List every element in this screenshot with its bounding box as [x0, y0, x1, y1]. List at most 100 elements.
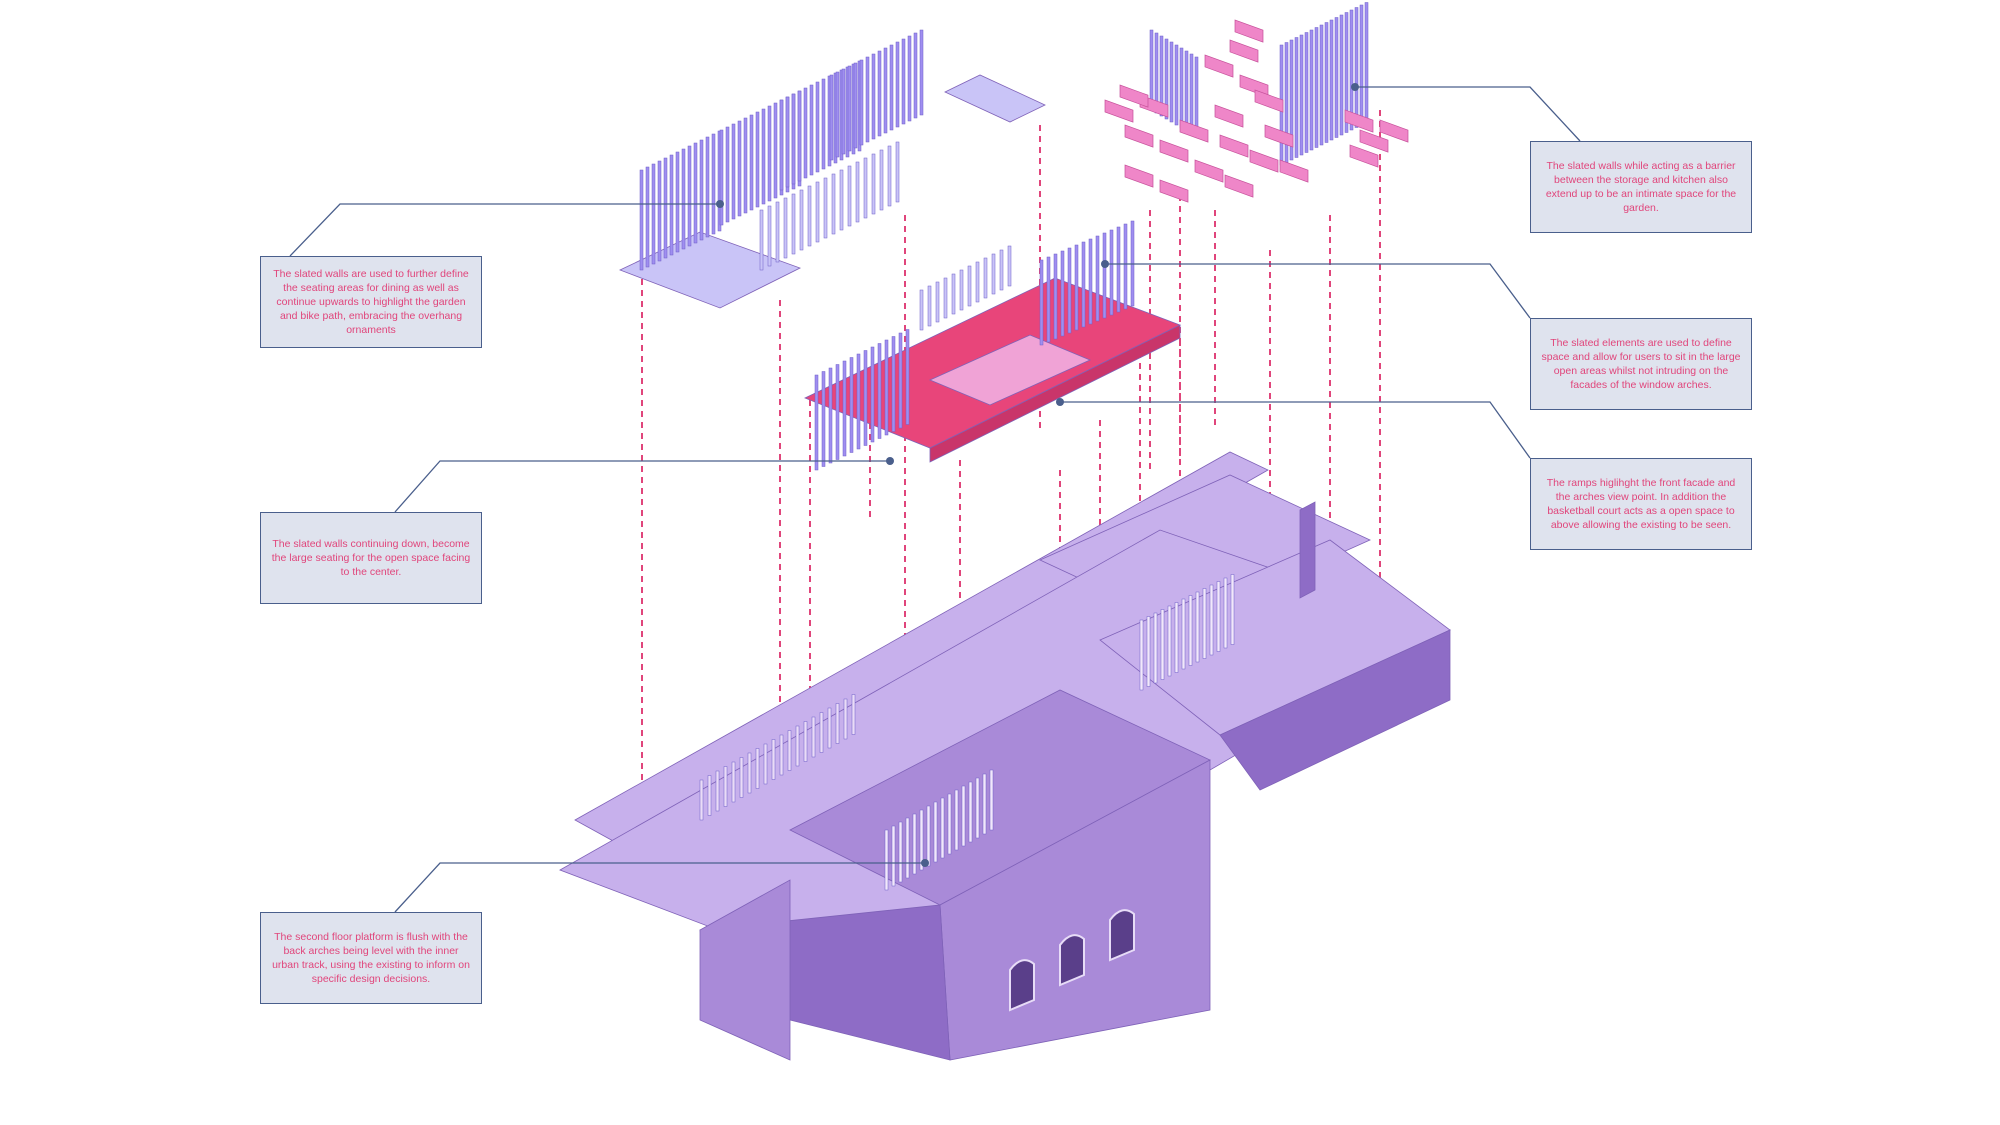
platform-slat-18 [843, 698, 848, 740]
platform-slat-2 [715, 770, 720, 812]
note-seating-walls: The slated walls are used to further def… [260, 256, 482, 348]
platform-slat-0 [699, 779, 704, 821]
storage-block-15 [1159, 179, 1189, 203]
mid-slat-left-8 [870, 346, 875, 443]
tl-seat-9 [831, 173, 836, 235]
storage-block-20 [1349, 144, 1379, 168]
tl-frame-c-4 [803, 87, 808, 179]
storage-block-6 [1249, 149, 1279, 173]
storage-block-18 [1359, 129, 1389, 153]
platform-slat-7 [755, 748, 760, 789]
leader-line-3 [1060, 401, 1531, 459]
storage-block-2 [1159, 139, 1189, 163]
tl-frame-d-8 [877, 50, 882, 137]
storage-block-16 [1224, 174, 1254, 198]
platform-slat-16 [827, 707, 832, 749]
mid-slat-left-4 [842, 360, 847, 457]
platform-slat-6 [747, 752, 752, 794]
mid-slat-left-9 [877, 343, 882, 439]
platform-slat-3 [723, 766, 728, 807]
tl-frame-c-7 [821, 78, 826, 170]
tr-wall-b-4 [1299, 34, 1304, 156]
window-arch-0 [1009, 959, 1035, 1012]
wing-slat-12 [1223, 577, 1228, 649]
tr-wall-a-2 [1159, 35, 1164, 117]
note-second-floor-text: The second floor platform is flush with … [272, 931, 470, 985]
hall-slat-7 [933, 801, 938, 863]
tl-seat-16 [887, 145, 892, 207]
wing-slat-0 [1139, 619, 1144, 691]
mid-slat-right-2 [1053, 253, 1058, 340]
wing-slat-4 [1167, 605, 1172, 677]
hall-slat-15 [989, 769, 994, 831]
tl-frame-a-1 [645, 166, 650, 268]
tl-seat-5 [799, 189, 804, 251]
tl-frame-c-3 [797, 90, 802, 182]
mid-seat-9 [991, 253, 996, 295]
storage-block-3 [1194, 159, 1224, 183]
tl-frame-a-10 [699, 139, 704, 241]
tl-frame-d-10 [889, 44, 894, 131]
platform-slat-1 [707, 775, 712, 816]
wing-slat-9 [1202, 588, 1207, 659]
mid-slat-right-11 [1116, 226, 1121, 313]
tl-seat-1 [767, 205, 772, 267]
leader-dot-0 [716, 200, 724, 208]
tl-frame-b-8 [767, 105, 772, 202]
storage-blocks [1104, 19, 1409, 203]
tl-frame-b-5 [749, 114, 754, 211]
tl-frame-d-7 [871, 53, 876, 140]
note-walls-down-text: The slated walls continuing down, become… [271, 538, 471, 578]
tl-frame-a-2 [651, 163, 656, 265]
tl-frame-d-1 [835, 71, 840, 158]
tr-wall-b-2 [1289, 39, 1294, 161]
leader-line-5 [394, 862, 925, 913]
platform-slat-14 [811, 716, 816, 758]
tr-wall-b-14 [1349, 9, 1354, 131]
tr-wall-b-7 [1314, 27, 1319, 148]
tl-frame-b-2 [731, 123, 736, 220]
tr-wall-b-16 [1359, 4, 1364, 126]
storage-block-4 [1179, 119, 1209, 143]
tl-seat-3 [783, 197, 788, 259]
storage-block-23 [1254, 89, 1284, 113]
tl-frame-d-0 [829, 74, 834, 161]
storage-block-14 [1124, 164, 1154, 188]
mid-slat-left-3 [835, 364, 840, 460]
tl-frame-c-1 [785, 96, 790, 188]
front-annex [699, 879, 791, 1061]
tr-wall-a-4 [1169, 41, 1174, 123]
tl-seat-15 [879, 149, 884, 211]
window-arch-2 [1109, 909, 1135, 962]
storage-block-13 [1264, 124, 1294, 148]
hall-slat-5 [919, 809, 924, 871]
tr-wall-b-10 [1329, 19, 1334, 141]
wing-slat-1 [1146, 616, 1151, 687]
hall-slat-12 [968, 781, 973, 843]
hall-slat-9 [947, 793, 952, 855]
note-storage-kitchen-text: The slated walls while acting as a barri… [1545, 160, 1737, 214]
tl-frame-a-9 [693, 142, 698, 244]
tl-frame-d-5 [859, 59, 864, 146]
tl-frame-d-11 [895, 41, 900, 128]
wing-slat-11 [1216, 581, 1221, 652]
hall-slat-13 [975, 777, 980, 839]
note-storage-kitchen: The slated walls while acting as a barri… [1530, 141, 1752, 233]
mid-slat-left-1 [821, 371, 826, 467]
storage-block-8 [1239, 74, 1269, 98]
tr-wall-b-17 [1364, 2, 1369, 123]
pink-platform-edge [929, 324, 1181, 463]
tl-seat-4 [791, 193, 796, 255]
tl-frame-b-3 [737, 120, 742, 217]
storage-block-22 [1119, 84, 1149, 108]
platform-slat-13 [803, 721, 808, 762]
tl-frame-a-7 [681, 148, 686, 250]
basketball-court [928, 334, 1092, 406]
mid-slat-left-2 [828, 367, 833, 464]
mid-seat-5 [959, 269, 964, 311]
wing-slat-5 [1174, 602, 1179, 673]
tr-wall-b-11 [1334, 17, 1339, 138]
mid-slat-right-12 [1123, 223, 1128, 310]
leader-line-0 [289, 203, 720, 257]
